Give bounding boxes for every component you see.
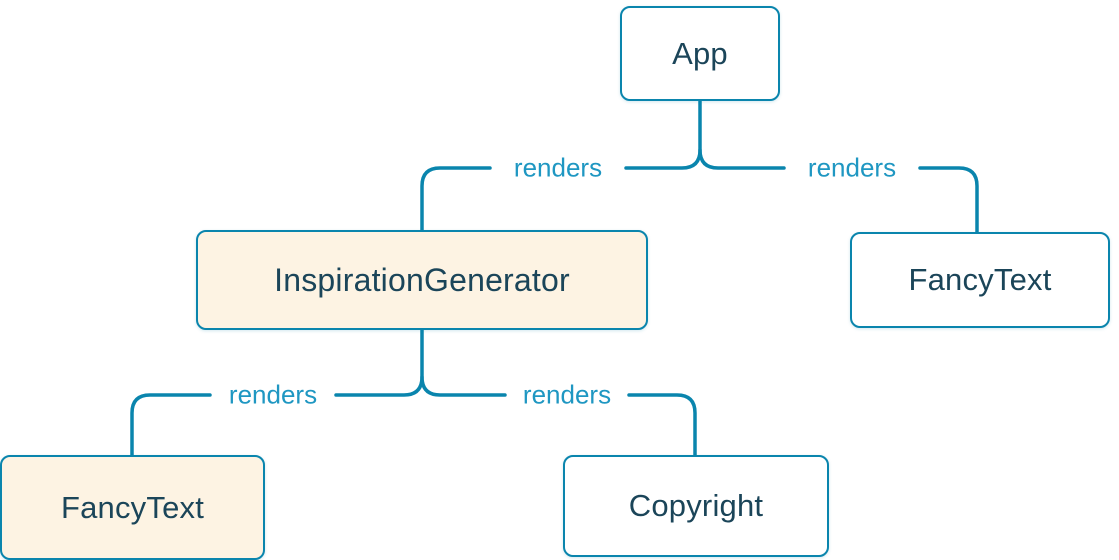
edge-inspirationgenerator-to-fancytext-segment-a: [334, 328, 424, 397]
node-inspiration-generator: InspirationGenerator: [196, 230, 648, 330]
edge-label-inspirationgenerator-fancytext: renders: [228, 379, 318, 410]
node-fancy-text-left-label: FancyText: [60, 489, 205, 525]
node-fancy-text-right-label: FancyText: [908, 262, 1052, 297]
node-fancy-text-left: FancyText: [0, 455, 265, 560]
node-fancy-text-right: FancyText: [850, 232, 1110, 328]
edge-inspirationgenerator-to-copyright-segment-a: [420, 375, 507, 397]
edge-label-app-inspirationgenerator: renders: [513, 152, 603, 183]
edge-app-to-fancytext-segment-a: [698, 148, 786, 170]
node-app: App: [620, 6, 780, 101]
node-app-label: App: [672, 35, 728, 71]
edge-inspirationgenerator-to-fancytext-segment-b: [130, 393, 212, 457]
edge-app-to-inspirationgenerator-segment-b: [420, 166, 492, 232]
edge-app-to-inspirationgenerator-segment-a: [624, 99, 702, 170]
edge-label-inspirationgenerator-copyright: renders: [522, 379, 612, 410]
node-inspiration-generator-label: InspirationGenerator: [274, 261, 570, 298]
edge-app-to-fancytext-segment-b: [918, 166, 979, 234]
node-copyright-label: Copyright: [628, 488, 764, 523]
edge-label-app-fancytext: renders: [807, 152, 897, 183]
node-copyright: Copyright: [563, 455, 829, 557]
edge-inspirationgenerator-to-copyright-segment-b: [627, 393, 697, 457]
